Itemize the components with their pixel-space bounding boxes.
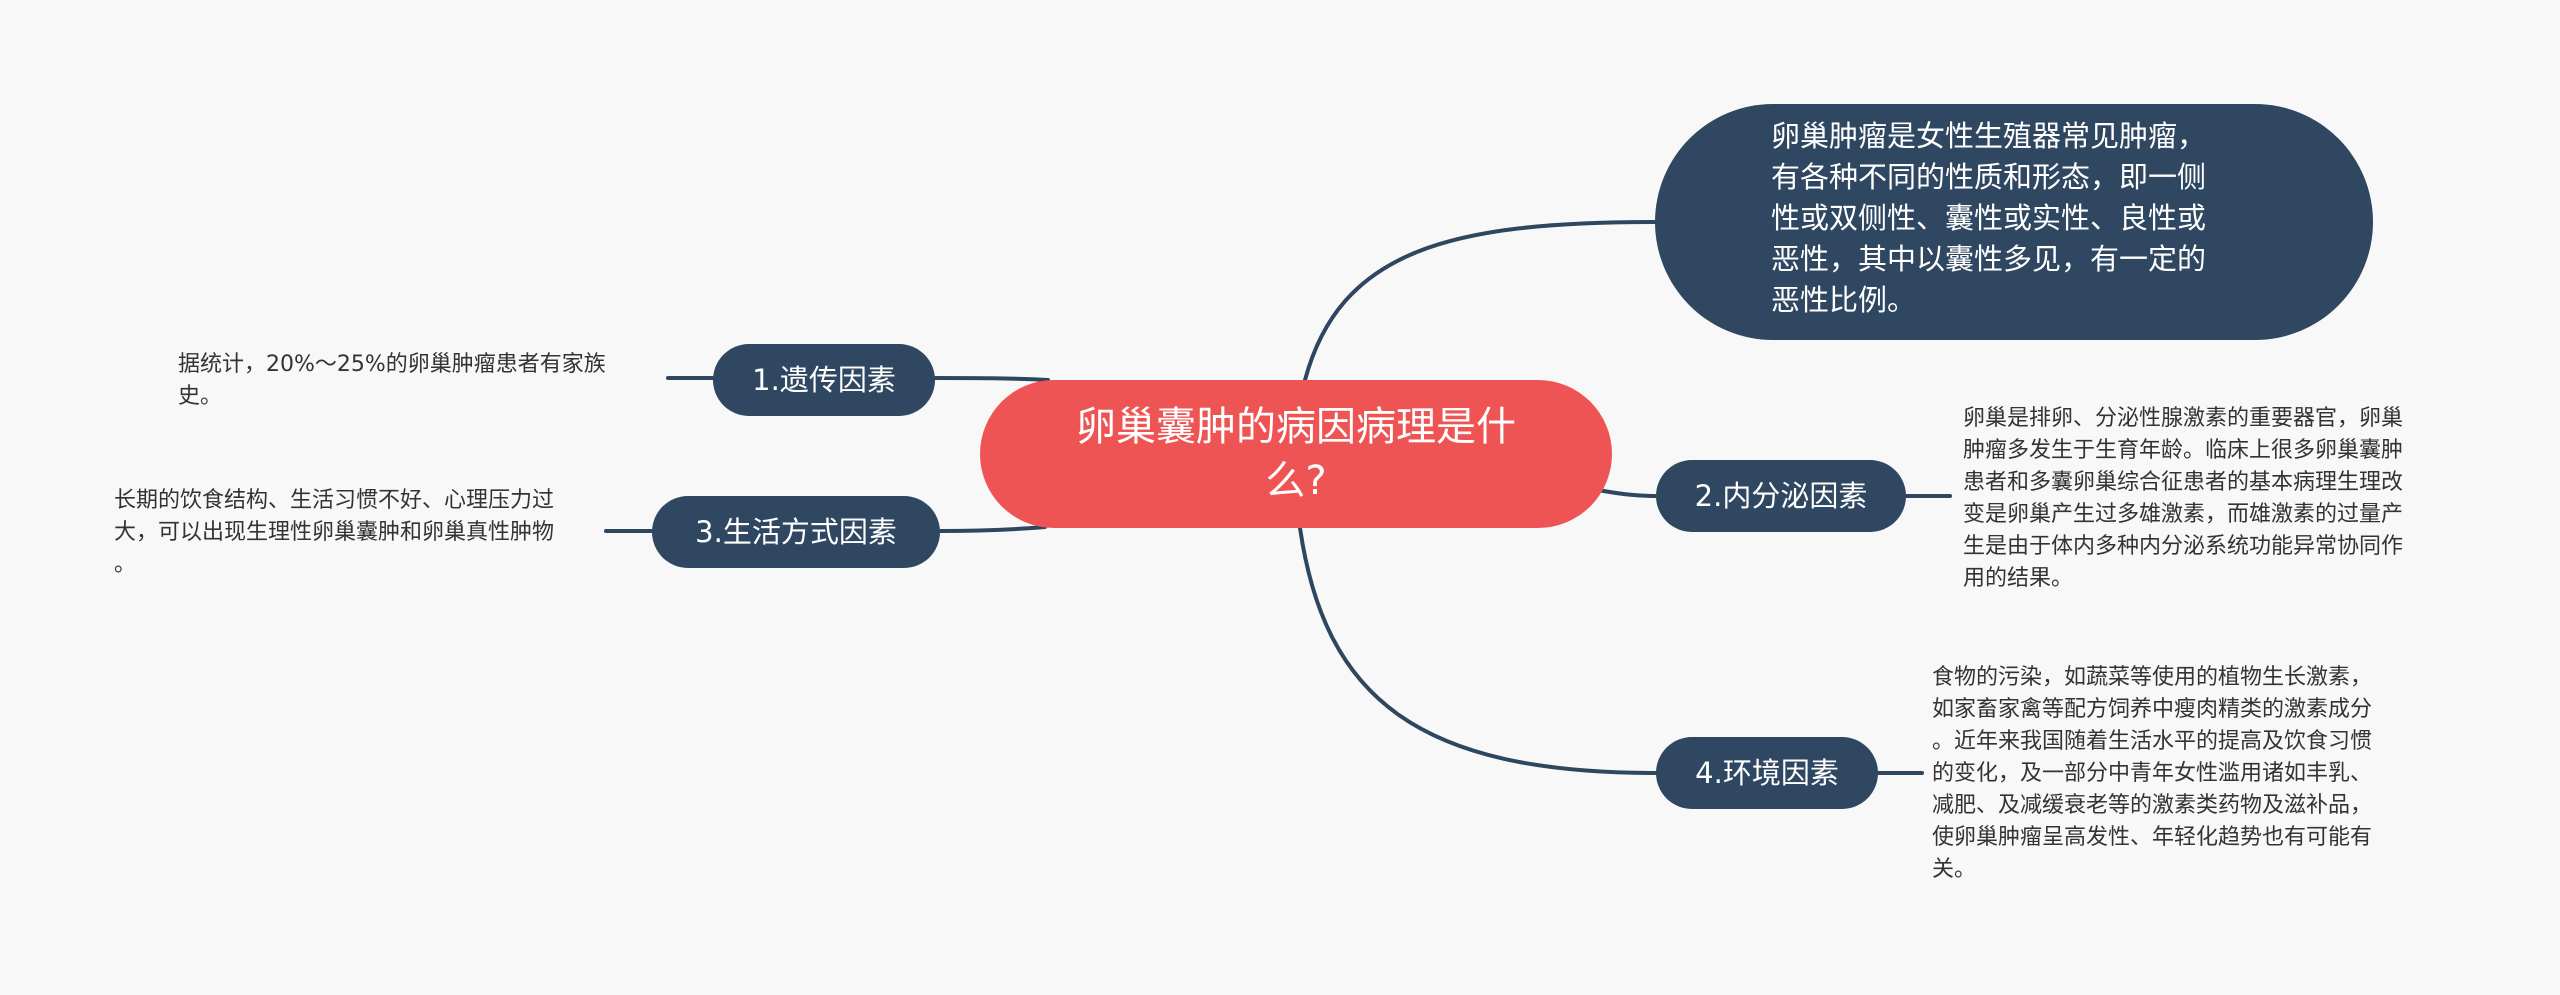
topic-environment[interactable]: 4.环境因素 [1656,737,1878,809]
topic-environment-label: 4.环境因素 [1695,756,1839,790]
intro-topic-text: 卵巢肿瘤是女性生殖器常见肿瘤， 有各种不同的性质和形态，即一侧 性或双侧性、囊性… [1771,119,2207,317]
root-topic[interactable]: 卵巢囊肿的病因病理是什么? [980,380,1612,528]
link-root-endocrine [1596,488,1658,498]
topic-endocrine-label: 2.内分泌因素 [1694,479,1868,513]
link-root-environment [1298,526,1658,775]
detail-lifestyle: 长期的饮食结构、生活习惯不好、心理压力过 大，可以出现生理性卵巢囊肿和卵巢真性肿… [114,488,555,577]
topic-endocrine[interactable]: 2.内分泌因素 [1656,460,1906,532]
topic-lifestyle-label: 3.生活方式因素 [695,515,897,549]
topic-genetic[interactable]: 1.遗传因素 [713,344,935,416]
link-root-lifestyle [938,525,1047,533]
detail-endocrine: 卵巢是排卵、分泌性腺激素的重要器官，卵巢 肿瘤多发生于生育年龄。临床上很多卵巢囊… [1963,406,2404,591]
topic-lifestyle[interactable]: 3.生活方式因素 [652,496,940,568]
detail-environment: 食物的污染，如蔬菜等使用的植物生长激素， 如家畜家禽等配方饲养中瘦肉精类的激素成… [1932,665,2373,882]
topic-genetic-label: 1.遗传因素 [752,363,896,397]
link-root-intro [1303,220,1657,382]
link-root-genetic [933,376,1050,382]
intro-topic[interactable]: 卵巢肿瘤是女性生殖器常见肿瘤， 有各种不同的性质和形态，即一侧 性或双侧性、囊性… [1655,104,2373,340]
root-topic-label: 卵巢囊肿的病因病理是什么? [1076,404,1516,504]
detail-genetic: 据统计，20%～25%的卵巢肿瘤患者有家族 史。 [178,352,606,409]
